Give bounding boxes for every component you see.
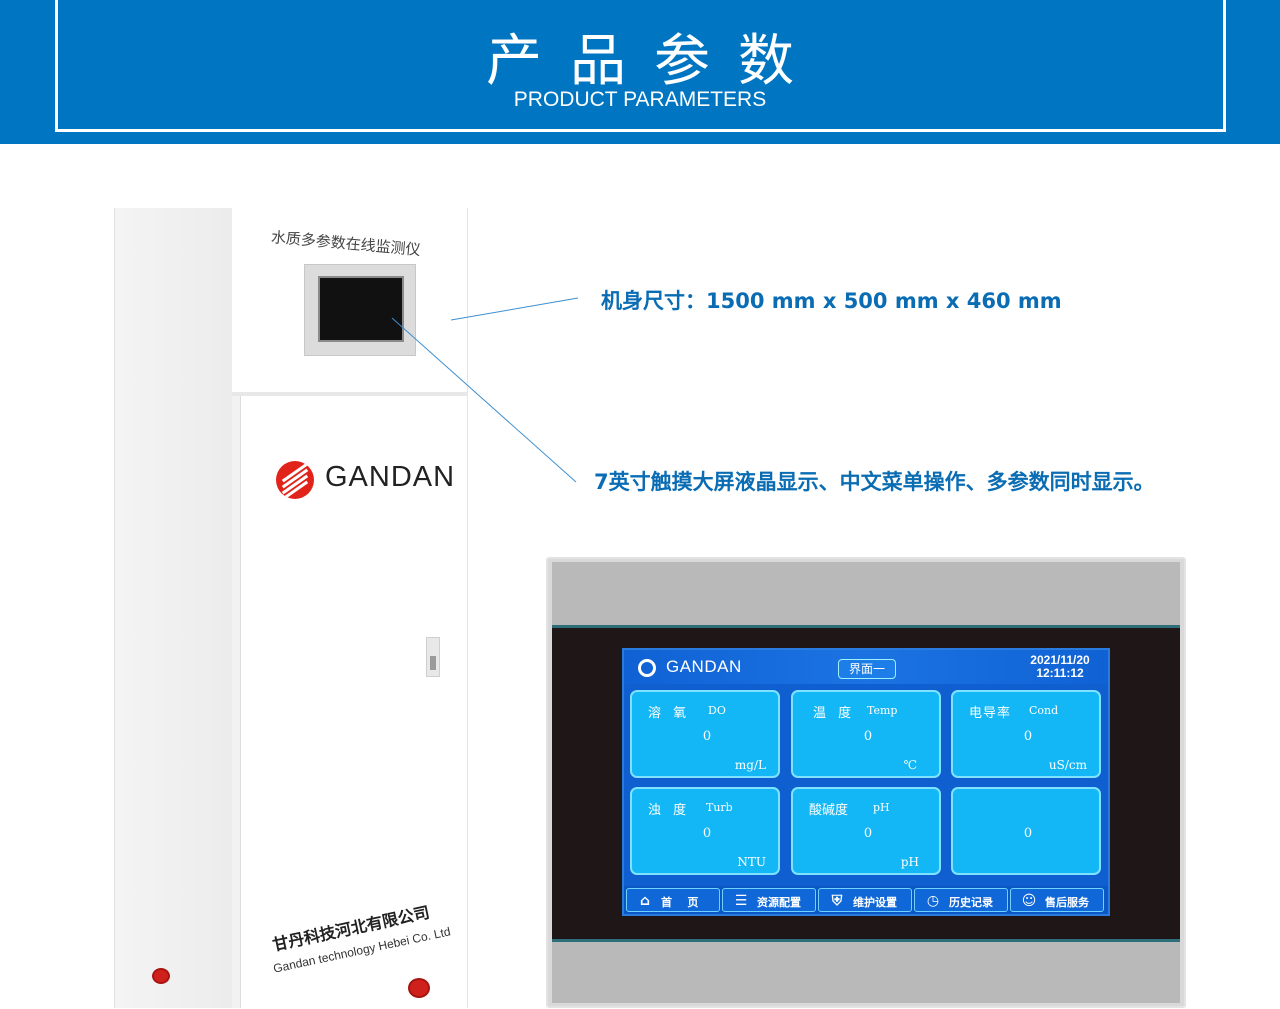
- clock-icon: ◷: [926, 893, 940, 909]
- callout-line-size: [450, 297, 579, 321]
- cabinet-side: [114, 208, 232, 1008]
- card-value: 0: [863, 826, 873, 841]
- card-unit: ℃: [903, 758, 917, 772]
- page-indicator[interactable]: 界面一: [838, 659, 896, 679]
- card-code: DO: [708, 704, 726, 717]
- card-cond[interactable]: 电导率 Cond 0 uS/cm: [951, 690, 1101, 778]
- card-turb[interactable]: 浊 度 Turb 0 NTU: [630, 787, 780, 875]
- support-icon: ☺: [1021, 893, 1037, 909]
- card-title: 浊 度: [648, 803, 691, 818]
- shield-icon: ⛨: [831, 893, 843, 909]
- card-temp[interactable]: 温 度 Temp 0 ℃: [791, 690, 941, 778]
- sliders-icon: ☰: [734, 893, 748, 909]
- page-subtitle: PRODUCT PARAMETERS: [513, 88, 767, 111]
- time: 12:11:12: [1036, 666, 1084, 680]
- wheel-icon: [408, 978, 430, 998]
- cabinet-seam: [232, 396, 240, 1008]
- card-code: pH: [873, 801, 890, 814]
- door-handle: [426, 637, 440, 677]
- card-unit: pH: [900, 855, 919, 869]
- cabinet-door: [240, 396, 468, 1008]
- nav-maintenance[interactable]: ⛨ 维护设置: [818, 888, 912, 912]
- lcd-brand: GANDAN: [666, 657, 742, 676]
- card-unit: uS/cm: [1048, 758, 1087, 772]
- page-title: 产品参数: [486, 29, 822, 94]
- card-value: 0: [1023, 826, 1033, 841]
- lcd-screen: GANDAN 界面一 2021/11/20 12:11:12 溶 氧 DO 0 …: [622, 648, 1110, 916]
- nav-label: 首 页: [661, 896, 699, 909]
- banner-frame: [55, 0, 1226, 132]
- nav-after-sales[interactable]: ☺ 售后服务: [1010, 888, 1104, 912]
- card-title: 溶 氧: [648, 706, 691, 721]
- card-value: 0: [702, 826, 712, 841]
- card-do[interactable]: 溶 氧 DO 0 mg/L: [630, 690, 780, 778]
- card-title: 酸碱度: [809, 803, 849, 818]
- datetime: 2021/11/20 12:11:12: [1020, 654, 1100, 680]
- date: 2021/11/20: [1030, 653, 1090, 667]
- card-title: 电导率: [969, 706, 1012, 721]
- nav-label: 资源配置: [757, 896, 801, 909]
- home-icon: ⌂: [639, 893, 651, 909]
- card-value: 0: [702, 729, 712, 744]
- lcd-header: GANDAN 界面一 2021/11/20 12:11:12: [624, 650, 1108, 684]
- card-title: 温 度: [813, 706, 856, 721]
- nav-resource-config[interactable]: ☰ 资源配置: [722, 888, 816, 912]
- brand-logo-icon: [276, 461, 314, 499]
- brand-name: GANDAN: [325, 461, 456, 493]
- nav-label: 维护设置: [853, 896, 897, 909]
- wheel-icon: [152, 968, 170, 984]
- card-code: Turb: [706, 801, 733, 814]
- card-empty[interactable]: 0: [951, 787, 1101, 875]
- cabinet-divider: [232, 392, 468, 396]
- nav-label: 历史记录: [949, 896, 993, 909]
- card-ph[interactable]: 酸碱度 pH 0 pH: [791, 787, 941, 875]
- spec-size: 机身尺寸：1500 mm x 500 mm x 460 mm: [601, 289, 1062, 313]
- spec-display: 7英寸触摸大屏液晶显示、中文菜单操作、多参数同时显示。: [594, 470, 1155, 494]
- card-unit: NTU: [737, 855, 766, 869]
- card-code: Temp: [867, 704, 898, 717]
- card-code: Cond: [1029, 704, 1059, 717]
- nav-history[interactable]: ◷ 历史记录: [914, 888, 1008, 912]
- screen-nav-bar: ⌂ 首 页 ☰ 资源配置 ⛨ 维护设置 ◷ 历史记录 ☺ 售后服务: [624, 886, 1108, 914]
- lcd-logo-icon: [638, 659, 656, 677]
- cabinet-screen: [318, 276, 404, 342]
- nav-home[interactable]: ⌂ 首 页: [626, 888, 720, 912]
- nav-label: 售后服务: [1045, 896, 1089, 909]
- card-value: 0: [1023, 729, 1033, 744]
- card-value: 0: [863, 729, 873, 744]
- header-banner: 产品参数 PRODUCT PARAMETERS: [0, 0, 1280, 144]
- card-unit: mg/L: [734, 758, 766, 772]
